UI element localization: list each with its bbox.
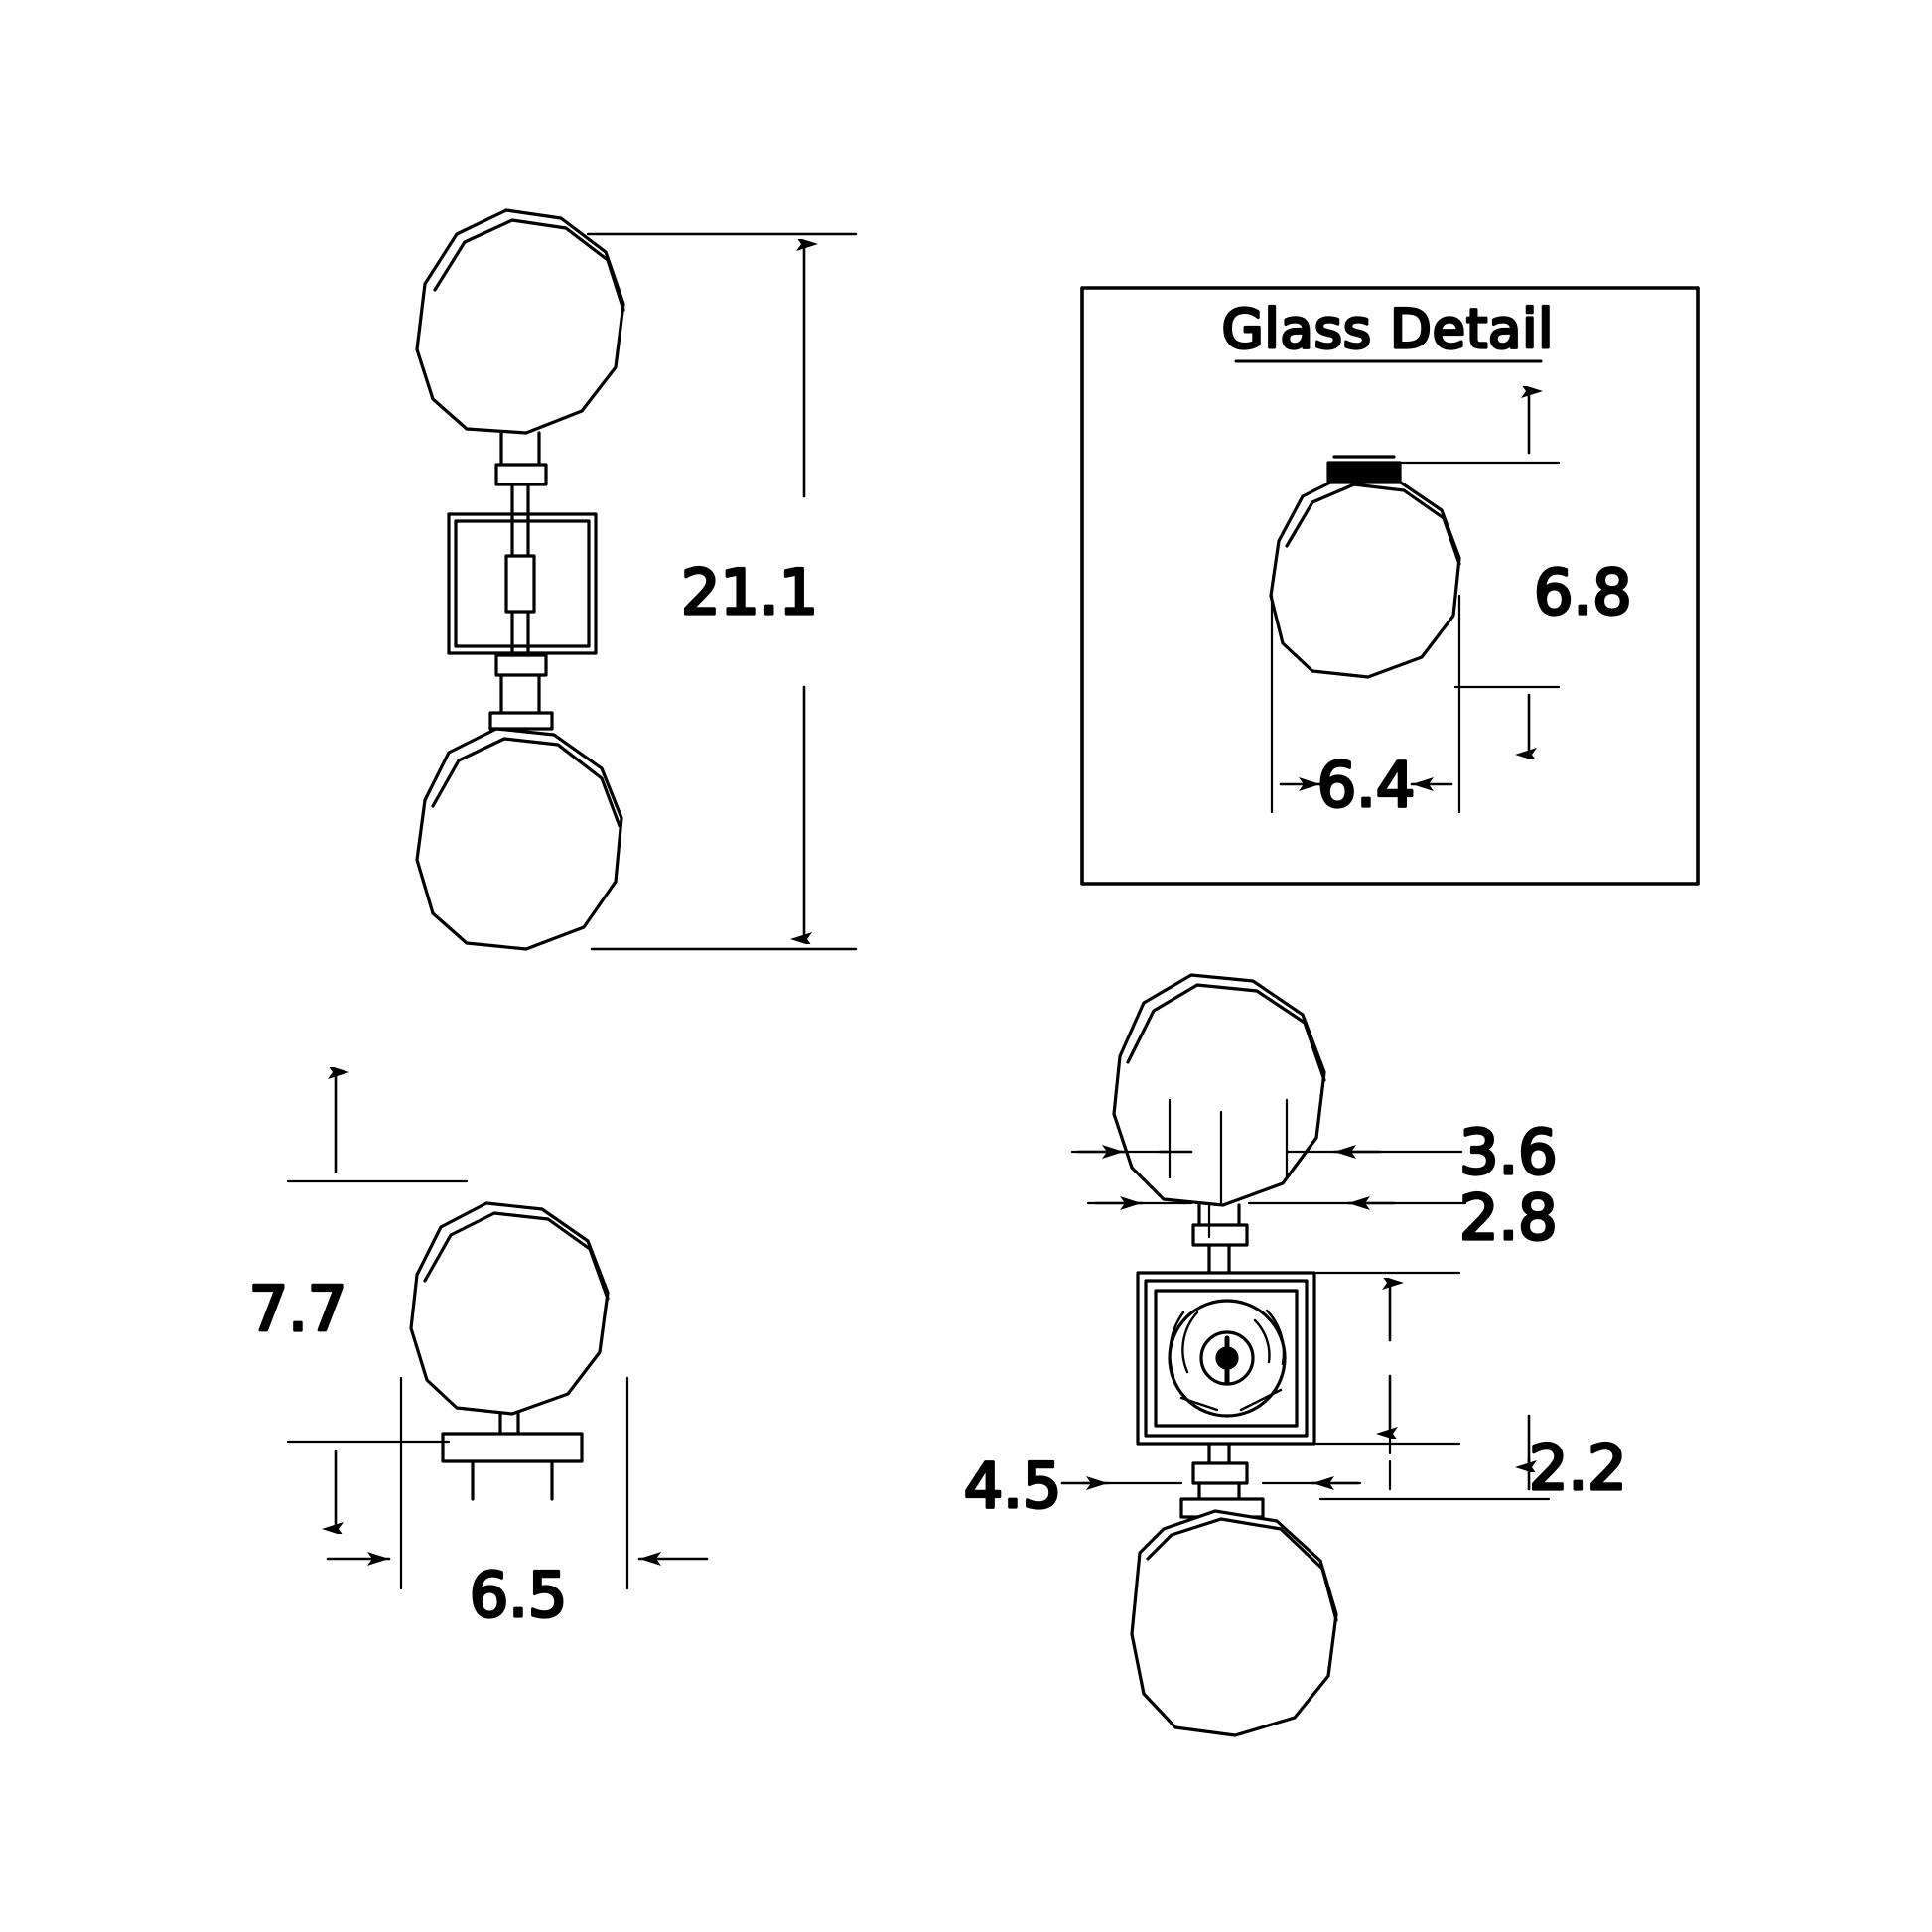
- dimension-label-2-2: 2.2: [1529, 1432, 1627, 1504]
- dimension-label-7-7: 7.7: [249, 1273, 347, 1345]
- view-detail-elevation: [1060, 973, 1551, 1737]
- dimension-21-1: [586, 232, 858, 951]
- dimension-label-21-1: 21.1: [681, 556, 818, 628]
- dimension-label-6-8: 6.8: [1534, 556, 1632, 628]
- dimension-label-6-4: 6.4: [1317, 749, 1416, 821]
- dimension-label-3-6: 3.6: [1459, 1116, 1558, 1188]
- view-side-elevation: [286, 1072, 709, 1590]
- view-front-elevation: [415, 208, 625, 951]
- dimension-label-4-5: 4.5: [964, 1449, 1062, 1522]
- dimension-label-2-8: 2.8: [1459, 1181, 1558, 1254]
- glass-detail-title: Glass Detail: [1222, 298, 1554, 360]
- view-glass-detail: [1080, 286, 1700, 886]
- dimension-label-6-5: 6.5: [470, 1559, 568, 1631]
